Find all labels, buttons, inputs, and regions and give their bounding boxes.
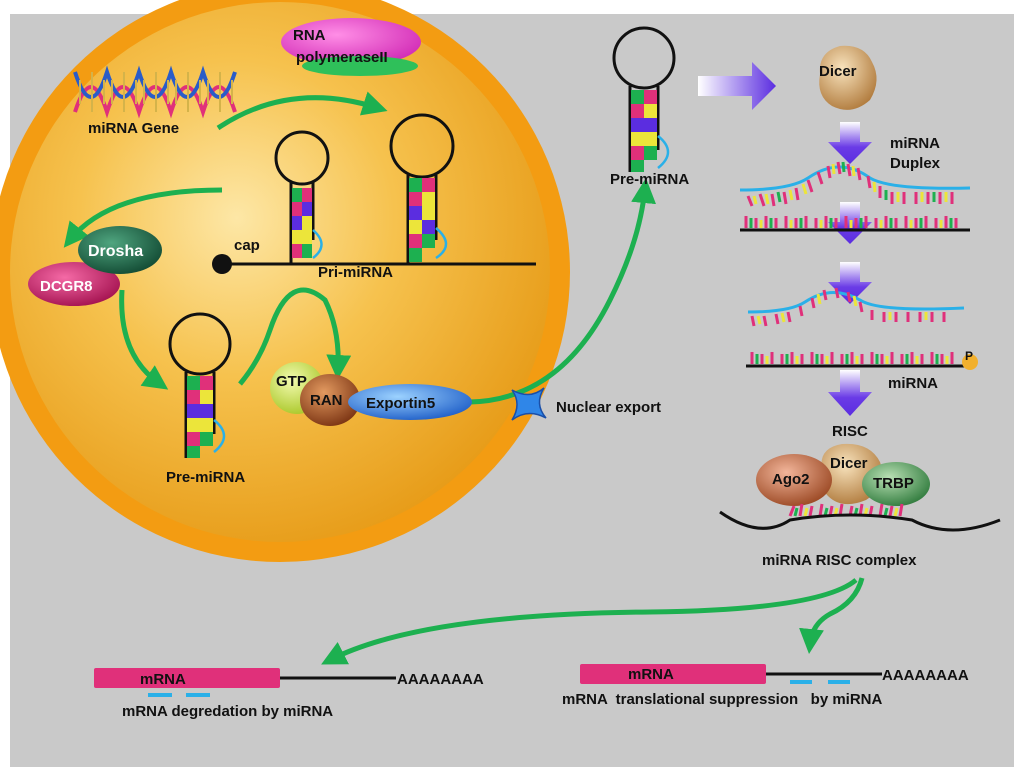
risc-label: RISC: [832, 423, 868, 440]
ran-label: RAN: [310, 392, 343, 409]
phosphate-icon: [962, 354, 978, 370]
trbp-label: TRBP: [873, 475, 914, 492]
drosha-label: Drosha: [88, 243, 143, 260]
exportin5-label: Exportin5: [366, 395, 435, 412]
pre-mirna-label-cytoplasm: Pre-miRNA: [610, 171, 689, 188]
pri-mirna-hairpin-2: [389, 113, 455, 264]
duplex-label-line1: miRNA: [890, 135, 940, 152]
gtp-label: GTP: [276, 373, 307, 390]
phosphate-label: P: [965, 349, 973, 363]
pre-mirna-label-nucleus: Pre-miRNA: [166, 469, 245, 486]
arrow-down-3: [828, 262, 872, 304]
mirna-label: miRNA: [888, 375, 938, 392]
pre-mirna-hairpin-nucleus: [168, 312, 232, 458]
mrna-left-label: mRNA: [140, 671, 186, 688]
cap-icon: [212, 254, 232, 274]
mature-mirna-strand: [746, 352, 978, 370]
duplex-label-line2: Duplex: [890, 155, 941, 172]
dna-helix-icon: [73, 65, 237, 119]
nuclear-export-label: Nuclear export: [556, 399, 661, 416]
ago2-protein: [756, 454, 832, 506]
passenger-strand: [747, 287, 965, 327]
polya-left-label: AAAAAAAA: [397, 671, 484, 688]
arrow-gene-to-primirna: [216, 91, 388, 131]
arrow-drosha-to-premirna: [119, 289, 169, 390]
rna-polymerase: [281, 18, 421, 76]
drosha-complex: [78, 226, 162, 274]
mrna-right-label: mRNA: [628, 666, 674, 683]
ago2-label: Ago2: [772, 471, 810, 488]
arrow-to-suppression: [799, 577, 865, 654]
ran-protein: [300, 374, 360, 426]
arrow-down-4: [828, 370, 872, 416]
arrow-down-1: [828, 122, 872, 164]
dicer-label: Dicer: [819, 63, 857, 80]
pri-mirna-label: Pri-miRNA: [318, 264, 393, 281]
degradation-label: mRNA degredation by miRNA: [122, 703, 333, 720]
dcgr8-complex: [28, 262, 120, 306]
risc-complex-label: miRNA RISC complex: [762, 552, 917, 569]
arrow-to-degradation: [321, 578, 858, 665]
pre-mirna-hairpin-cytoplasm: [612, 26, 676, 172]
risc-target-mrna: [719, 503, 1001, 532]
dicer-label-risc: Dicer: [830, 455, 868, 472]
dicer-protein: [819, 45, 877, 110]
nuclear-pore-icon: [511, 387, 547, 421]
mirna-gene-label: miRNA Gene: [88, 120, 179, 137]
arrow-primirna-to-drosha: [63, 187, 223, 248]
arrow-to-dicer: [698, 62, 776, 110]
mrna-right-bar: [580, 664, 766, 684]
cap-label: cap: [234, 237, 260, 254]
rna-polymerase-label-line1: RNA: [293, 27, 326, 44]
rna-polymerase-label-line2: polymeraseII: [296, 49, 388, 66]
exportin5-protein: [348, 384, 472, 420]
suppression-label: mRNA translational suppression by miRNA: [562, 691, 882, 708]
pri-mirna-hairpin-1: [274, 130, 330, 264]
mrna-left-bar: [94, 668, 280, 688]
arrow-premirna-to-ran: [238, 287, 352, 386]
trbp-protein: [862, 462, 930, 506]
polya-right-label: AAAAAAAA: [882, 667, 969, 684]
mirna-duplex: [739, 161, 971, 232]
dcgr8-label: DCGR8: [40, 278, 93, 295]
